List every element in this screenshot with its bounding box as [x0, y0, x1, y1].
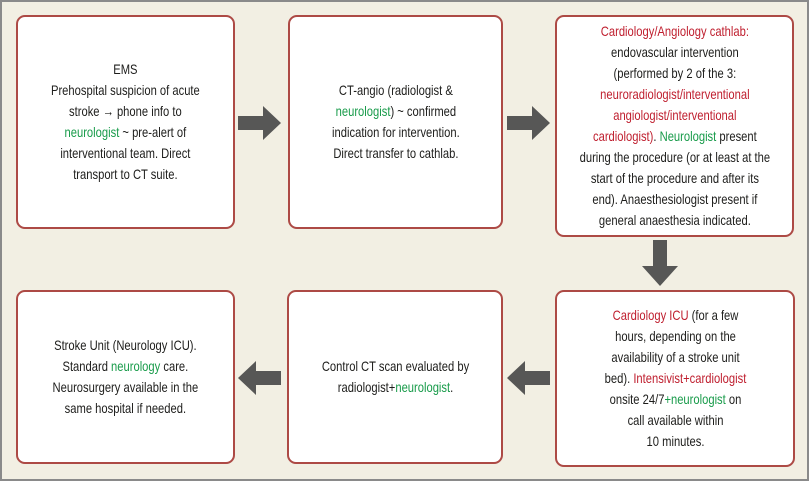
flow-box-cathlab-text: Cardiology/Angiology cathlab: endovascul… — [579, 23, 770, 228]
arrow-cathlab-to-icu-icon — [641, 240, 679, 286]
flow-box-control-ct-text: Control CT scan evaluated by radiologist… — [321, 358, 469, 395]
flow-box-stroke-unit-text: Stroke Unit (Neurology ICU). Standard ne… — [52, 337, 199, 416]
flow-box-ct-angio-text: CT-angio (radiologist & neurologist) ~ c… — [331, 82, 460, 161]
flow-box-ct-angio: CT-angio (radiologist & neurologist) ~ c… — [288, 15, 503, 229]
arrow-ct-angio-to-cathlab-icon — [507, 104, 550, 142]
flow-box-cathlab: Cardiology/Angiology cathlab: endovascul… — [555, 15, 794, 237]
flow-box-ems: EMS Prehospital suspicion of acute strok… — [16, 15, 235, 229]
flow-box-control-ct: Control CT scan evaluated by radiologist… — [287, 290, 503, 464]
flow-box-ems-text: EMS Prehospital suspicion of acute strok… — [51, 61, 200, 182]
arrow-control-ct-to-stroke-unit-icon — [238, 359, 281, 397]
flow-box-cardiology-icu-text: Cardiology ICU (for a few hours, dependi… — [604, 307, 746, 449]
flow-box-stroke-unit: Stroke Unit (Neurology ICU). Standard ne… — [16, 290, 235, 464]
flow-box-cardiology-icu: Cardiology ICU (for a few hours, dependi… — [555, 290, 795, 467]
arrow-ems-to-ct-angio-icon — [238, 104, 281, 142]
arrow-icu-to-control-ct-icon — [507, 359, 550, 397]
